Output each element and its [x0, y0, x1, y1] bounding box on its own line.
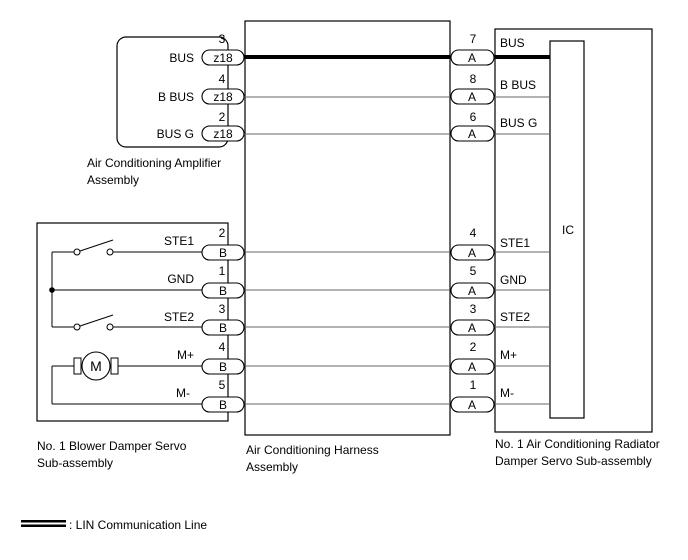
amplifier-assembly: BUS B BUS BUS G 3 4 2 z18 z18 z18 Air Co…	[87, 32, 245, 187]
amplifier-pin-number: 2	[219, 110, 226, 124]
connector-tag: B	[219, 321, 227, 335]
amplifier-pin-label: BUS G	[157, 127, 194, 141]
radiator-pin-label: B BUS	[500, 78, 536, 92]
radiator-pin-label: BUS	[500, 36, 525, 50]
connector-a: A	[450, 319, 495, 336]
blower-pin-number: 3	[219, 302, 226, 316]
connector-z18: z18	[201, 88, 245, 105]
connector-a: A	[450, 244, 495, 261]
radiator-servo-assembly: IC BUS B BUS BUS G STE1 GND STE2 M+ M- 7…	[450, 28, 660, 468]
blower-pin-label: GND	[167, 272, 194, 286]
connector-tag: z18	[213, 51, 233, 65]
switch-ste2	[73, 314, 114, 331]
connector-tag: A	[468, 321, 476, 335]
connector-a: A	[450, 358, 495, 375]
motor-letter: M	[90, 358, 102, 374]
radiator-pin-number: 2	[470, 340, 477, 354]
blower-pin-number: 4	[219, 340, 226, 354]
connector-tag: B	[219, 246, 227, 260]
amplifier-caption-line: Assembly	[87, 173, 139, 187]
blower-pin-label: STE2	[164, 310, 194, 324]
radiator-pin-number: 6	[470, 110, 477, 124]
connector-a: A	[450, 125, 495, 142]
connector-b: B	[201, 358, 245, 375]
ic-label: IC	[562, 223, 574, 237]
connector-tag: B	[219, 398, 227, 412]
amplifier-pin-label: BUS	[169, 51, 194, 65]
radiator-pin-number: 3	[470, 302, 477, 316]
radiator-pin-label: M+	[500, 348, 517, 362]
connector-tag: z18	[213, 127, 233, 141]
harness-assembly: Air Conditioning Harness Assembly	[244, 20, 451, 474]
harness-caption-line: Assembly	[246, 460, 298, 474]
radiator-internal-wires	[494, 55, 550, 405]
harness-box	[244, 20, 451, 436]
connector-b: B	[201, 396, 245, 413]
blower-servo-box	[36, 222, 229, 422]
junction-dot	[49, 287, 55, 293]
radiator-pin-number: 1	[470, 378, 477, 392]
blower-servo-assembly: M STE1 GND STE2 M+ M- 2 1 3 4 5 B B B B …	[36, 222, 245, 470]
connector-z18: z18	[201, 49, 245, 66]
radiator-servo-box	[494, 28, 653, 433]
connector-tag: A	[468, 51, 476, 65]
radiator-caption-line: No. 1 Air Conditioning Radiator	[495, 437, 660, 451]
radiator-pin-number: 4	[470, 226, 477, 240]
connector-a: A	[450, 282, 495, 299]
connector-z18: z18	[201, 125, 245, 142]
radiator-pin-number: 5	[470, 264, 477, 278]
blower-pin-label: STE1	[164, 234, 194, 248]
connector-tag: A	[468, 284, 476, 298]
radiator-caption-line: Damper Servo Sub-assembly	[495, 454, 652, 468]
radiator-pin-label: M-	[500, 386, 514, 400]
connector-b: B	[201, 244, 245, 261]
connector-a: A	[450, 49, 495, 66]
connector-tag: A	[468, 90, 476, 104]
blower-pin-number: 5	[219, 378, 226, 392]
amplifier-pin-number: 4	[219, 72, 226, 86]
switch-ste1	[73, 239, 114, 256]
connector-tag: A	[468, 246, 476, 260]
connector-tag: B	[219, 284, 227, 298]
blower-pin-label: M+	[177, 348, 194, 362]
legend: : LIN Communication Line	[21, 518, 207, 532]
connector-tag: B	[219, 360, 227, 374]
connector-tag: A	[468, 398, 476, 412]
connector-a: A	[450, 396, 495, 413]
radiator-pin-number: 8	[470, 72, 477, 86]
radiator-pin-label: STE1	[500, 236, 530, 250]
amplifier-pin-number: 3	[219, 32, 226, 46]
connector-tag: z18	[213, 90, 233, 104]
blower-pin-number: 1	[219, 264, 226, 278]
radiator-pin-label: BUS G	[500, 116, 537, 130]
connector-a: A	[450, 88, 495, 105]
connector-b: B	[201, 282, 245, 299]
amplifier-pin-label: B BUS	[158, 90, 194, 104]
amplifier-caption-line: Air Conditioning Amplifier	[87, 156, 221, 170]
blower-servo-circuit	[51, 251, 202, 405]
wires	[244, 55, 450, 405]
blower-pin-number: 2	[219, 226, 226, 240]
radiator-pin-number: 7	[470, 32, 477, 46]
harness-caption-line: Air Conditioning Harness	[246, 443, 379, 457]
connector-tag: A	[468, 360, 476, 374]
blower-caption-line: Sub-assembly	[37, 456, 113, 470]
blower-pin-label: M-	[176, 386, 190, 400]
radiator-pin-label: STE2	[500, 310, 530, 324]
motor-symbol: M	[73, 351, 119, 381]
connector-b: B	[201, 319, 245, 336]
connector-tag: A	[468, 127, 476, 141]
ic-block	[549, 40, 585, 419]
blower-caption-line: No. 1 Blower Damper Servo	[37, 439, 187, 453]
legend-text: : LIN Communication Line	[69, 518, 207, 532]
radiator-pin-label: GND	[500, 273, 527, 287]
